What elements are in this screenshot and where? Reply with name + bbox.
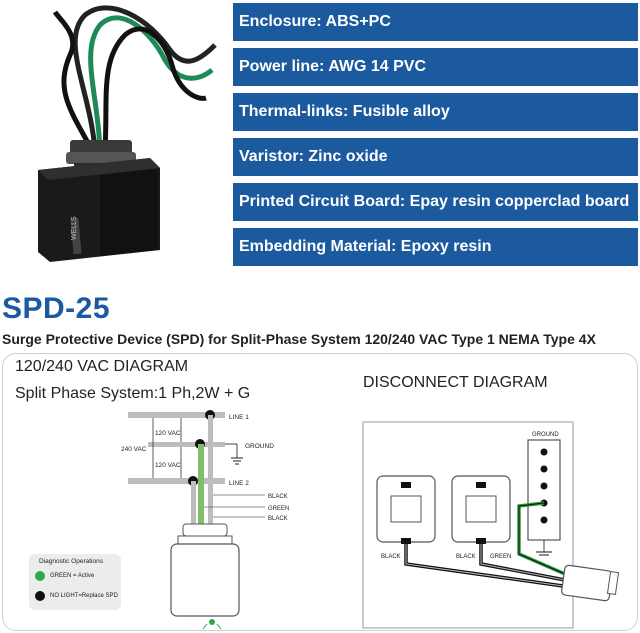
wire-black-label-2: BLACK	[268, 516, 288, 522]
disconnect-ground-label: GROUND	[532, 432, 559, 438]
disconnect-black-label-2: BLACK	[456, 554, 476, 560]
wiring-diagrams: LINE 1 GROUND LINE 2 240 VAC 120 VAC 120…	[121, 410, 620, 630]
product-brand-text: WELLS	[71, 216, 78, 240]
spec-thermal-links: Thermal-links: Fusible alloy	[233, 93, 638, 131]
line1-label: LINE 1	[229, 414, 249, 421]
line2-label: LINE 2	[229, 480, 249, 487]
spec-embedding: Embedding Material: Epoxy resin	[233, 228, 638, 266]
wiring-diagram: LINE 1 GROUND LINE 2 240 VAC 120 VAC 120…	[121, 410, 289, 630]
disconnect-green-label: GREEN	[490, 554, 511, 560]
status-led	[209, 619, 215, 625]
black-dot-icon	[35, 591, 45, 601]
spec-varistor: Varistor: Zinc oxide	[233, 138, 638, 176]
green-dot-icon	[35, 571, 45, 581]
product-image: WELLS	[38, 5, 217, 262]
disconnect-diagram-title: DISCONNECT DIAGRAM	[363, 374, 548, 391]
disconnect-black-label-1: BLACK	[381, 554, 401, 560]
disconnect-diagram: GROUND BLACK BLACK GREEN	[362, 421, 620, 629]
product-subtitle: Surge Protective Device (SPD) for Split-…	[2, 331, 596, 347]
spec-pcb: Printed Circuit Board: Epay resin copper…	[233, 183, 638, 221]
voltage-120-upper-label: 120 VAC	[155, 430, 181, 437]
spec-enclosure: Enclosure: ABS+PC	[233, 3, 638, 41]
wiring-diagram-title: 120/240 VAC DIAGRAM	[15, 358, 189, 375]
legend-active: GREEN = Active	[50, 573, 95, 579]
model-title: SPD-25	[2, 292, 111, 325]
wire-black-label-1: BLACK	[268, 494, 288, 500]
wire-green-label: GREEN	[268, 506, 289, 512]
voltage-120-lower-label: 120 VAC	[155, 462, 181, 469]
diagram-panel: 120/240 VAC DIAGRAM Split Phase System:1…	[2, 353, 638, 631]
spec-power-line: Power line: AWG 14 PVC	[233, 48, 638, 86]
spd-device	[170, 543, 240, 617]
legend-title: Diagnostic Operations	[39, 558, 103, 565]
wiring-system-label: Split Phase System:1 Ph,2W + G	[15, 385, 251, 402]
voltage-240-label: 240 VAC	[121, 446, 147, 453]
diagnostic-legend: Diagnostic Operations GREEN = Active NO …	[29, 554, 121, 610]
spec-list: Enclosure: ABS+PC Power line: AWG 14 PVC…	[233, 3, 638, 273]
disconnect-spd-unit	[561, 564, 613, 602]
legend-replace: NO LIGHT=Replace SPD	[50, 593, 118, 599]
ground-label: GROUND	[245, 443, 274, 450]
